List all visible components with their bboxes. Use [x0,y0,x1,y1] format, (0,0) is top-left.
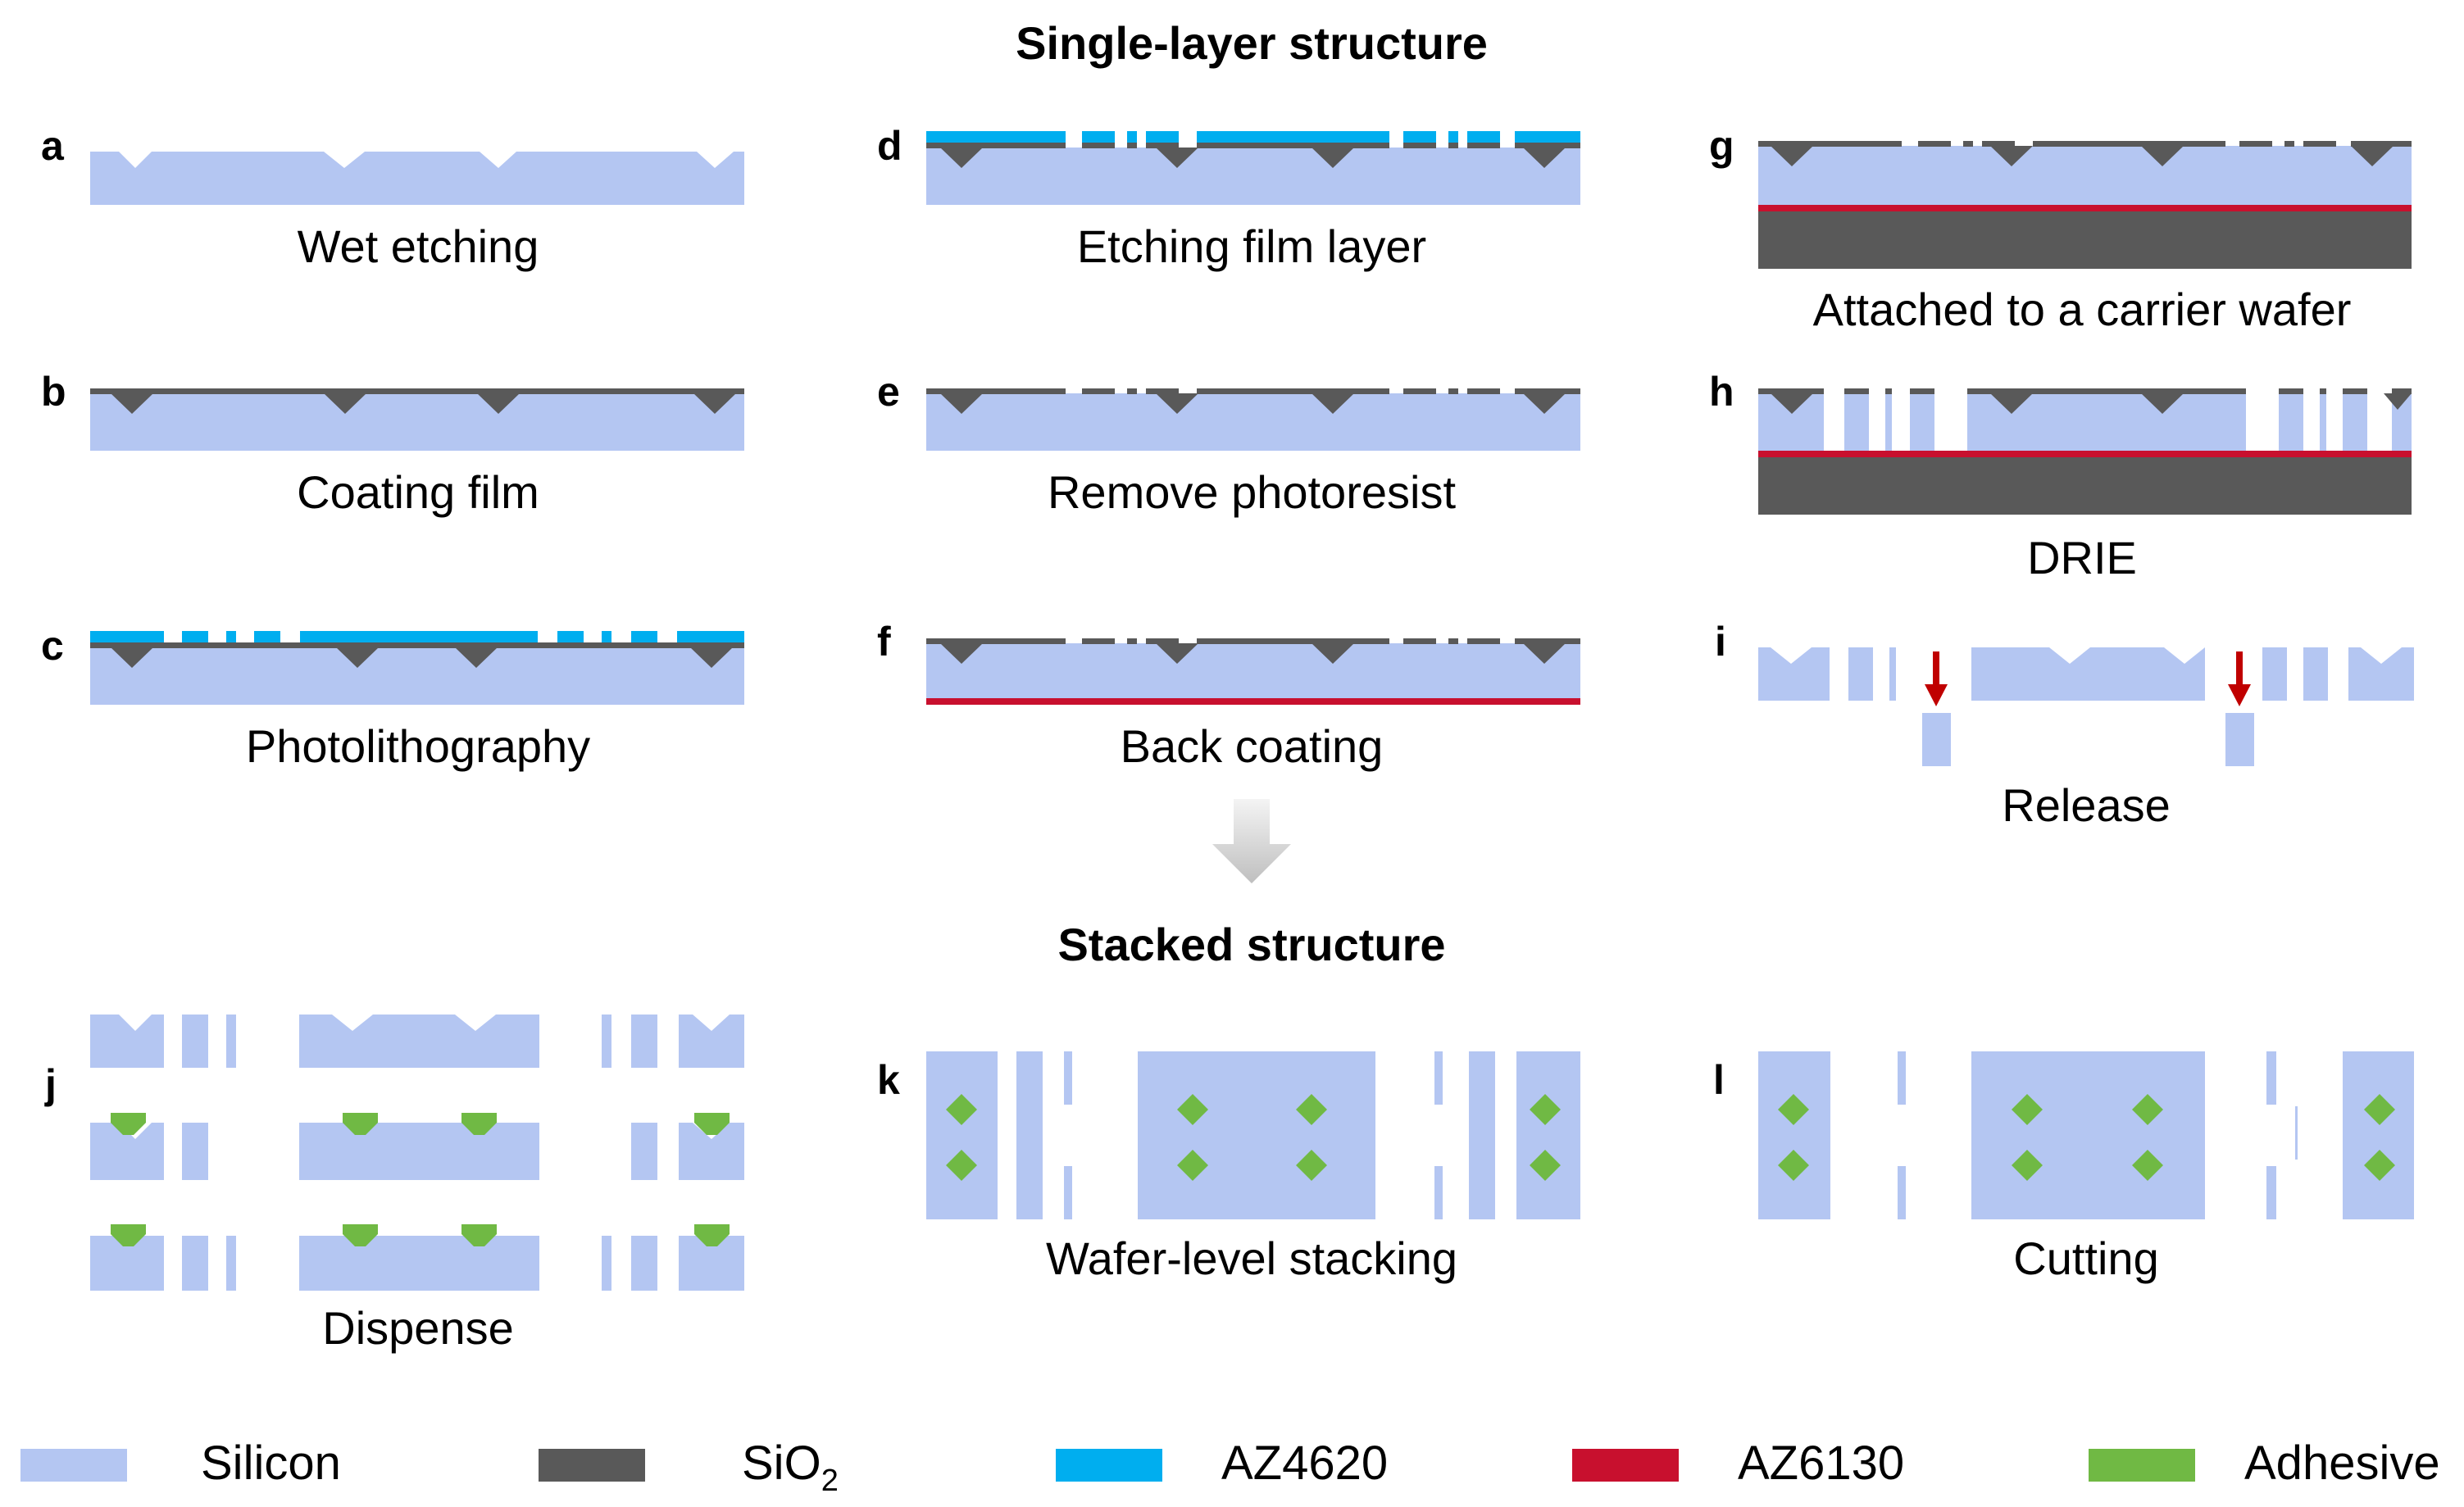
legend-swatch-adhesive [2089,1449,2195,1482]
legend: Silicon SiO2 AZ4620 AZ6130 Adhesive [20,1437,2440,1498]
caption-g: Attached to a carrier wafer [1813,284,2352,335]
flow-down-arrow-icon [1212,799,1291,883]
caption-c: Photolithography [246,720,590,772]
panel-a-wafer [90,152,744,205]
step-letter-b: b [41,369,66,415]
step-letter-l: l [1713,1057,1725,1103]
panel-l-stack [1758,1051,2414,1219]
legend-label-adhesive: Adhesive [2244,1437,2440,1490]
legend-swatch-az4620 [1056,1449,1162,1482]
step-letter-f: f [877,619,891,665]
legend-swatch-az6130 [1572,1449,1679,1482]
step-letter-h: h [1709,369,1734,415]
caption-b: Coating film [297,466,539,518]
caption-i: Release [2002,779,2170,831]
panel-f-wafer [926,638,1580,705]
step-letter-i: i [1715,619,1726,665]
panel-c-wafer [90,631,744,705]
step-letter-j: j [44,1061,57,1107]
legend-label-az6130: AZ6130 [1738,1437,1904,1490]
caption-a: Wet etching [298,220,539,272]
panel-h-wafer [1758,388,2412,515]
caption-e: Remove photoresist [1048,466,1456,518]
caption-k: Wafer-level stacking [1046,1232,1457,1284]
step-letter-e: e [877,369,900,415]
step-letter-a: a [41,123,65,169]
legend-swatch-silicon [20,1449,127,1482]
legend-swatch-sio2 [539,1449,645,1482]
caption-f: Back coating [1121,720,1384,772]
step-letter-c: c [41,623,64,669]
stacked-title: Stacked structure [1057,919,1445,970]
legend-label-sio2: SiO2 [742,1437,839,1498]
panel-k-stack [926,1051,1580,1219]
panel-j-stack [90,1015,744,1291]
single-layer-title: Single-layer structure [1016,17,1488,69]
release-arrow-icon [1925,651,1948,706]
step-letter-k: k [877,1057,900,1103]
panel-d-wafer [926,131,1580,205]
panel-e-wafer [926,388,1580,451]
panel-i-wafer [1758,647,2414,766]
panel-g-wafer [1758,141,2412,269]
legend-label-silicon: Silicon [201,1437,341,1490]
caption-d: Etching film layer [1077,220,1426,272]
release-arrow-icon [2228,651,2251,706]
caption-j: Dispense [322,1302,513,1354]
panel-b-wafer [90,388,744,451]
caption-l: Cutting [2013,1232,2158,1284]
step-letter-d: d [877,123,902,169]
caption-h: DRIE [2027,532,2137,583]
legend-label-az4620: AZ4620 [1221,1437,1388,1490]
step-letter-g: g [1709,123,1734,169]
